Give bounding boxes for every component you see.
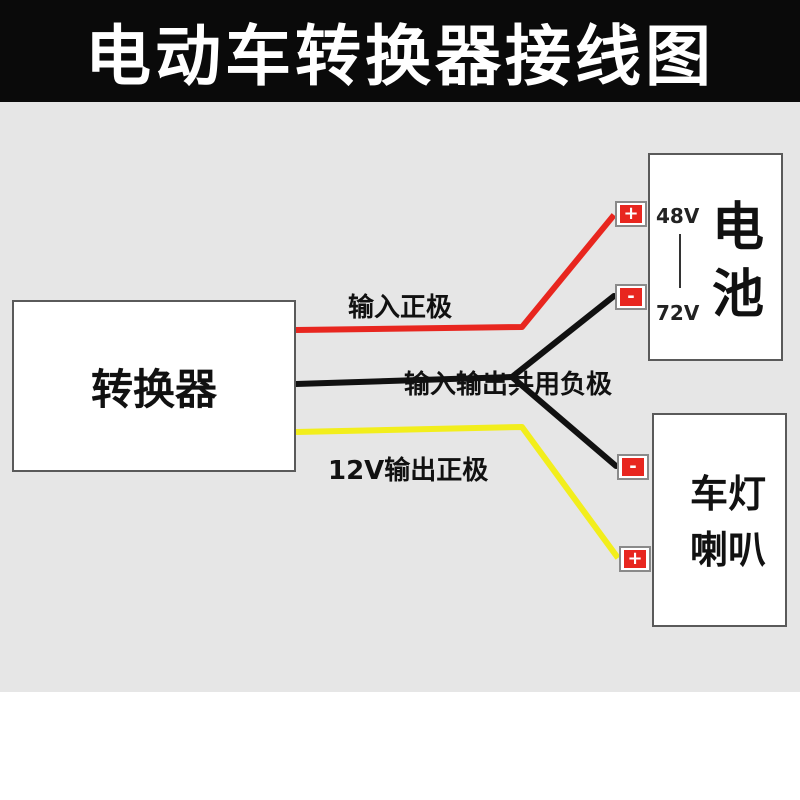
diagram-title: 电动车转换器接线图 xyxy=(85,18,715,95)
load-negative-wire xyxy=(509,374,619,469)
load-positive-terminal: + xyxy=(619,546,651,572)
output-positive-label: 12V输出正极 xyxy=(328,456,489,486)
plus-icon: + xyxy=(620,205,642,223)
bottom-blank-area xyxy=(0,692,800,800)
battery-negative-wire xyxy=(509,293,617,380)
output-positive-wire xyxy=(295,424,621,560)
load-box xyxy=(652,413,787,627)
converter-box: 转换器 xyxy=(12,300,296,472)
battery-voltage-low: 48V xyxy=(656,204,700,228)
load-negative-terminal: - xyxy=(617,454,649,480)
minus-icon: - xyxy=(620,288,642,306)
minus-icon: - xyxy=(622,458,644,476)
battery-negative-terminal: - xyxy=(615,284,647,310)
plus-icon: + xyxy=(624,550,646,568)
load-label: 车灯喇叭 xyxy=(689,472,766,572)
input-positive-wire xyxy=(295,213,617,333)
battery-voltage-high: 72V xyxy=(656,301,700,325)
common-negative-label: 输入输出共用负极 xyxy=(404,370,613,400)
input-positive-label: 输入正极 xyxy=(348,293,453,323)
common-negative-wire xyxy=(293,374,515,387)
battery-label: 电池 xyxy=(711,198,764,325)
converter-label: 转换器 xyxy=(90,364,217,414)
battery-box xyxy=(648,153,783,361)
header-bar: 电动车转换器接线图 xyxy=(0,0,800,102)
battery-positive-terminal: + xyxy=(615,201,647,227)
voltage-range-divider xyxy=(679,234,681,288)
